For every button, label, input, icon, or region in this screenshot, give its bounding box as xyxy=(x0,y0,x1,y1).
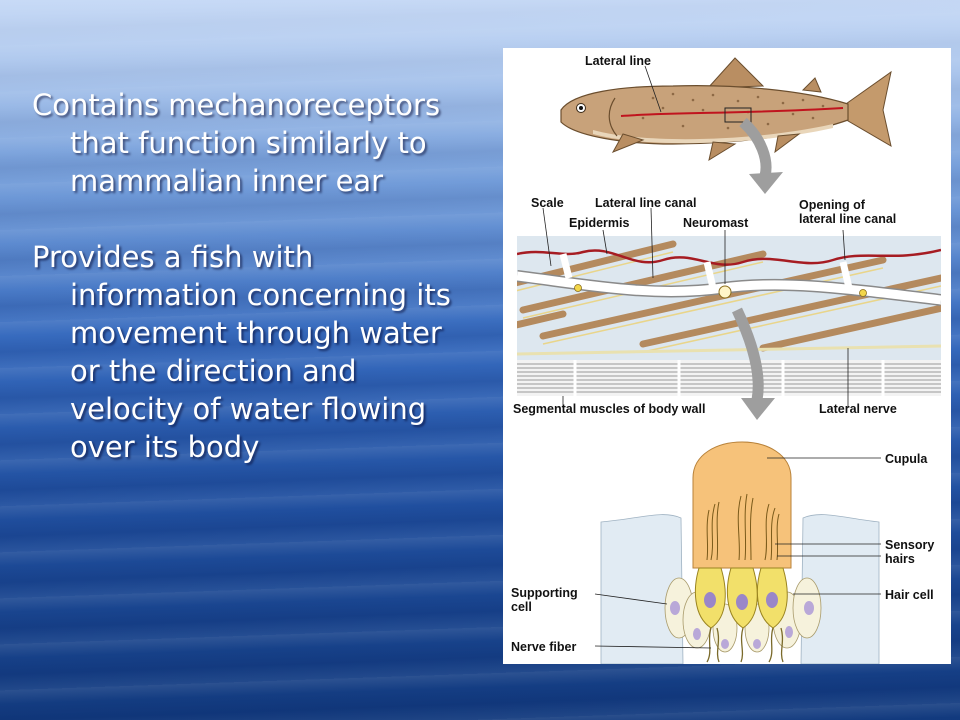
label-neuromast: Neuromast xyxy=(683,216,749,230)
lateral-line-diagram xyxy=(517,57,941,664)
bullet-fish-information: Provides a fish with information concern… xyxy=(32,240,451,464)
label-scale: Scale xyxy=(531,196,564,210)
lateral-line-cross-section xyxy=(517,207,941,408)
label-sensory-hairs: Sensory hairs xyxy=(885,538,935,566)
label-lateral-line-canal: Lateral line canal xyxy=(595,196,697,210)
bullet-mechanoreceptors: Contains mechanoreceptors that function … xyxy=(32,88,441,198)
label-lateral-line: Lateral line xyxy=(585,54,651,68)
zoom-arrow-2 xyxy=(732,307,775,420)
label-supporting-cell: Supporting cell xyxy=(511,586,578,614)
fish-illustration xyxy=(560,57,892,162)
neuromast-detail xyxy=(594,441,881,664)
label-nerve-fiber: Nerve fiber xyxy=(511,640,577,654)
label-epidermis: Epidermis xyxy=(569,216,630,230)
label-lateral-nerve: Lateral nerve xyxy=(819,402,897,416)
label-segmental-muscles: Segmental muscles of body wall xyxy=(513,402,706,416)
zoom-arrow-1 xyxy=(739,117,783,194)
label-cupula: Cupula xyxy=(885,452,928,466)
lateral-line-figure: Lateral line Scale Lateral line canal Ep… xyxy=(503,48,951,664)
slide-text: Contains mechanoreceptors that function … xyxy=(32,86,462,504)
label-opening-of-lateral-line-canal: Opening of lateral line canal xyxy=(799,198,897,226)
label-hair-cell: Hair cell xyxy=(885,588,934,602)
